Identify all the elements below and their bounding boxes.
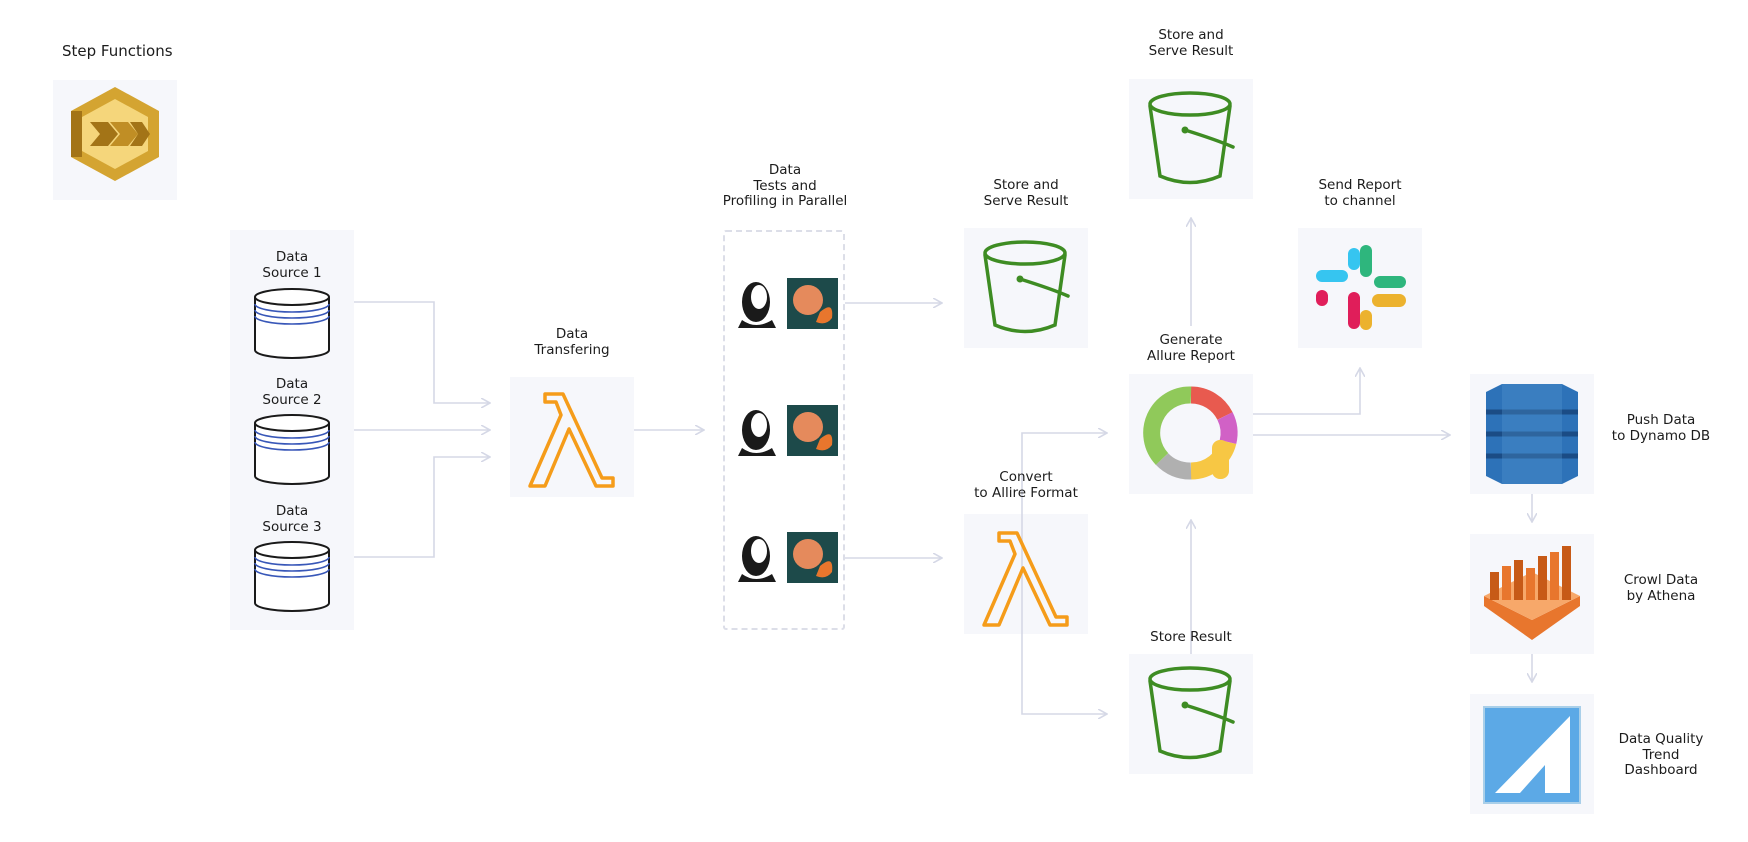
transfer-label: Data Transfering [534, 326, 610, 358]
athena-icon [1484, 546, 1580, 640]
source1-label: Data Source 1 [262, 249, 322, 281]
slack-icon [1316, 245, 1406, 330]
lambda-icon [982, 531, 1069, 627]
store-serve-2-label: Store and Serve Result [1148, 27, 1234, 59]
s3-bucket-icon [1148, 91, 1235, 185]
convert-label: Convert to Allire Format [974, 469, 1078, 501]
dynamodb-icon [1486, 384, 1578, 484]
s3-bucket-dot [1016, 275, 1024, 283]
store-serve-2-panel [1129, 79, 1253, 199]
database-icon [254, 288, 330, 612]
tests-dashed-panel [723, 230, 845, 630]
store-result-label: Store Result [1150, 629, 1232, 645]
quicksight-icon [1483, 706, 1581, 804]
s3-bucket-dot [1181, 701, 1189, 709]
pandas-profiling-icon [787, 278, 838, 329]
great-expectations-icon [738, 536, 776, 582]
allure-tail [1212, 440, 1229, 479]
great-expectations-icon [738, 282, 776, 328]
send-report-label: Send Report to channel [1318, 177, 1402, 209]
dashboard-label: Data Quality Trend Dashboard [1618, 731, 1704, 778]
crowl-data-label: Crowl Data by Athena [1623, 572, 1699, 604]
store-serve-1-panel [964, 228, 1088, 348]
store-serve-1-label: Store and Serve Result [983, 177, 1069, 209]
source3-label: Data Source 3 [262, 503, 322, 535]
tests-label: Data Tests and Profiling in Parallel [722, 162, 848, 209]
push-data-label: Push Data to Dynamo DB [1611, 412, 1711, 444]
generate-label: Generate Allure Report [1147, 332, 1235, 364]
s3-bucket-dot [1181, 126, 1189, 134]
source2-label: Data Source 2 [262, 376, 322, 408]
page-title: Step Functions [62, 42, 173, 60]
pandas-profiling-icon [787, 532, 838, 583]
lambda-icon [528, 392, 615, 488]
arrow-source1-to-lambda [354, 301, 490, 403]
arrow-source3-to-lambda [354, 457, 490, 558]
pandas-profiling-icon [787, 405, 838, 456]
s3-bucket-icon [983, 240, 1070, 334]
store-result-panel [1129, 654, 1253, 774]
arrow-convert-to-allure [1021, 433, 1107, 634]
s3-bucket-icon [1148, 666, 1235, 760]
step-functions-icon [71, 87, 159, 181]
arrow-convert-to-store-result [1021, 634, 1107, 714]
great-expectations-icon [738, 410, 776, 456]
arrow-allure-to-slack [1253, 368, 1360, 415]
slack-panel [1298, 228, 1422, 348]
